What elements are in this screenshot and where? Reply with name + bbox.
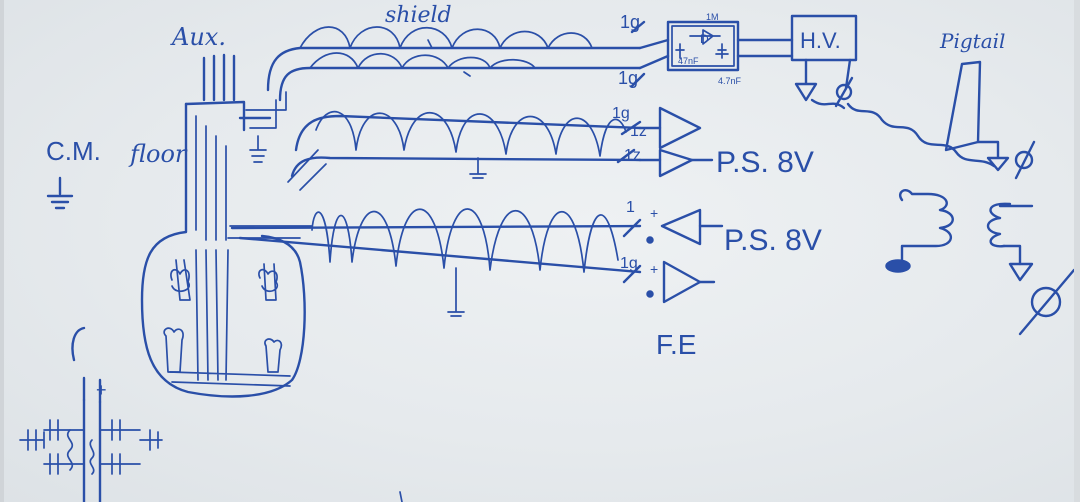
diode-label: D [700, 32, 709, 46]
plus-sign-3: + [96, 380, 107, 400]
amplifier-mid [638, 106, 714, 178]
resistor-label: 1M [706, 12, 719, 22]
wire-slash-top [630, 20, 646, 88]
pigtail-wire [846, 102, 996, 168]
wire-label-1: 1g [620, 12, 640, 32]
shield-cable-top [266, 26, 642, 102]
wire-slash-mid [616, 120, 642, 164]
aux-lines [202, 53, 236, 102]
wire-label-3: 1g [612, 105, 630, 122]
wire-label-6: 1 [626, 199, 635, 216]
plus-sign-1: + [650, 205, 658, 221]
cable-ps-bottom [230, 208, 642, 317]
hv-label: H.V. [800, 28, 841, 53]
filter-box: 1M D 47nF 4.7nF [666, 12, 742, 86]
wire-label-7: 1g [620, 255, 638, 272]
fe-label: F.E [656, 329, 696, 360]
capacitor-ladder: + [19, 326, 163, 502]
floor-label: floor [128, 140, 188, 168]
wire-label-2: 1g [618, 68, 638, 88]
ps-label-bottom: P.S. 8V [724, 224, 822, 257]
cap-label-a: 47nF [678, 56, 699, 66]
stray-mark [399, 491, 403, 502]
ground-symbol-blob [885, 259, 911, 273]
amplifier-low [660, 208, 724, 304]
transformer [885, 189, 1076, 336]
pigtail-label: Pigtail [939, 29, 1005, 53]
ps-label-top: P.S. 8V [716, 146, 814, 179]
hv-box: H.V. [790, 14, 858, 110]
dot-1 [646, 236, 654, 244]
filter-wires [638, 38, 794, 70]
shield-label: shield [385, 3, 452, 28]
dot-2 [646, 290, 654, 298]
cm-ground [46, 176, 74, 210]
wire-slash-low [622, 218, 642, 284]
pigtail-shape [944, 60, 1036, 180]
cable-ps-top [287, 110, 642, 191]
wire-label-4: 1z [624, 147, 641, 164]
aux-label: Aux. [170, 23, 226, 51]
connector-assembly [140, 91, 313, 398]
cm-label: C.M. [46, 136, 101, 166]
cap-label-b: 4.7nF [718, 76, 742, 86]
plus-sign-2: + [650, 261, 658, 277]
